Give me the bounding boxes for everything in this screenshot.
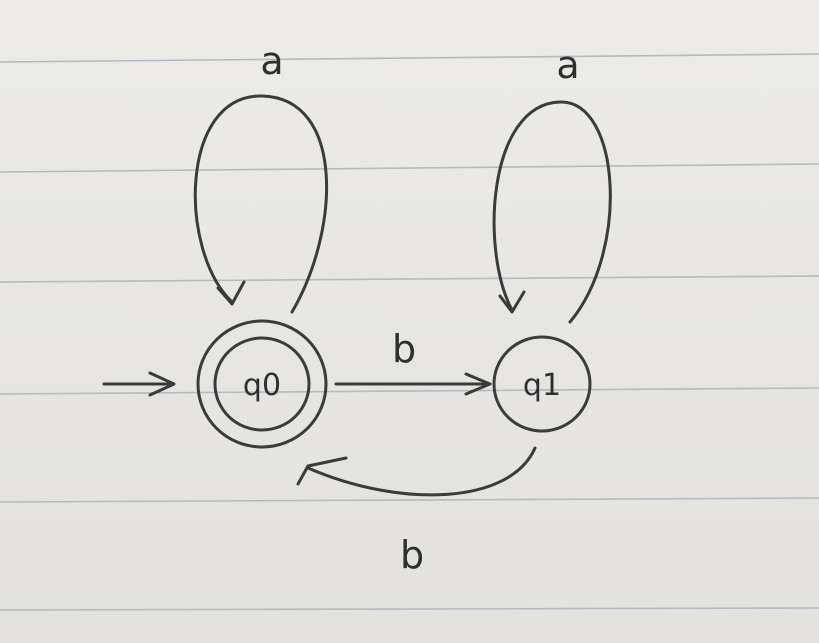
state-q1: q1 [492, 335, 592, 433]
transition-q0-loop: a [193, 39, 329, 314]
edge-label-b-q0-q1: b [392, 327, 416, 371]
state-circle [213, 336, 311, 432]
edge-label-b-q1-q0: b [400, 533, 424, 577]
state-q0: q0 [196, 319, 328, 449]
edge-label-a-q1: a [556, 43, 579, 87]
state-circle [492, 335, 592, 433]
state-label-q0: q0 [243, 368, 281, 403]
transition-q0-to-q1: b [334, 327, 492, 396]
ruled-lines [0, 53, 819, 611]
initial-state-arrow [102, 371, 176, 397]
state-label-q1: q1 [523, 368, 561, 403]
edge-label-a-q0: a [260, 39, 283, 83]
transition-q1-to-q0: b [296, 446, 537, 577]
transition-q1-loop: a [492, 43, 612, 324]
accepting-outer-ring [196, 319, 328, 449]
